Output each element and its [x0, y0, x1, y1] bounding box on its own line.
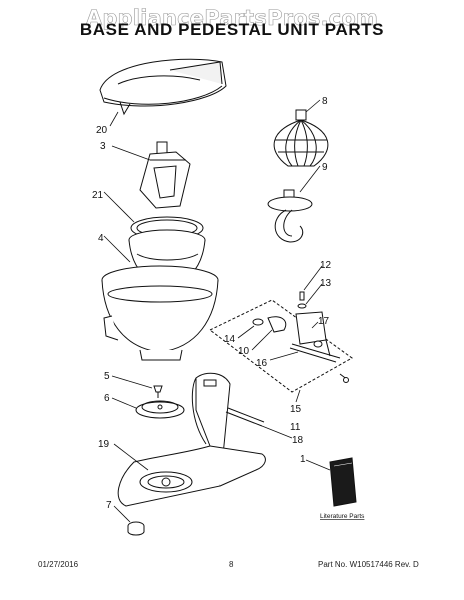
callout-16: 16	[256, 358, 268, 369]
hinge-pin-group	[209, 291, 353, 393]
footer-page-number: 8	[229, 560, 234, 569]
watermark: AppliancePartsPros.com	[85, 6, 379, 31]
wire-whip	[273, 109, 329, 167]
bowl-clamp-plate	[135, 400, 185, 419]
callout-14: 14	[224, 334, 236, 345]
callout-8: 8	[322, 96, 328, 107]
callout-19: 19	[98, 439, 110, 450]
screw	[153, 385, 163, 398]
callout-1: 1	[300, 454, 306, 465]
leader-lines	[103, 99, 331, 523]
rubber-foot	[127, 521, 145, 536]
callout-10: 10	[238, 346, 250, 357]
literature-card	[329, 457, 357, 507]
callout-20: 20	[96, 125, 108, 136]
callout-13: 13	[320, 278, 332, 289]
footer-date: 01/27/2016	[38, 560, 79, 569]
callout-17: 17	[318, 316, 330, 327]
callout-12: 12	[320, 260, 332, 271]
outer-bowl	[101, 265, 219, 361]
callout-5: 5	[104, 371, 110, 382]
callout-4: 4	[98, 233, 104, 244]
page-title: BASE AND PEDESTAL UNIT PARTS	[79, 20, 385, 39]
callout-11: 11	[290, 422, 301, 433]
flat-beater	[139, 141, 191, 209]
callout-3: 3	[100, 141, 106, 152]
hinge-pin	[225, 407, 265, 427]
callout-21: 21	[92, 190, 104, 201]
literature-parts-label: Literature Parts	[320, 513, 365, 520]
callout-9: 9	[322, 162, 328, 173]
callout-15: 15	[290, 404, 302, 415]
dough-hook	[267, 189, 313, 243]
callout-6: 6	[104, 393, 110, 404]
callout-7: 7	[106, 500, 112, 511]
pedestal-base	[117, 372, 266, 507]
callout-18: 18	[292, 435, 304, 446]
pouring-shield	[99, 58, 227, 116]
footer-part-number: Part No. W10517446 Rev. D	[318, 560, 419, 569]
